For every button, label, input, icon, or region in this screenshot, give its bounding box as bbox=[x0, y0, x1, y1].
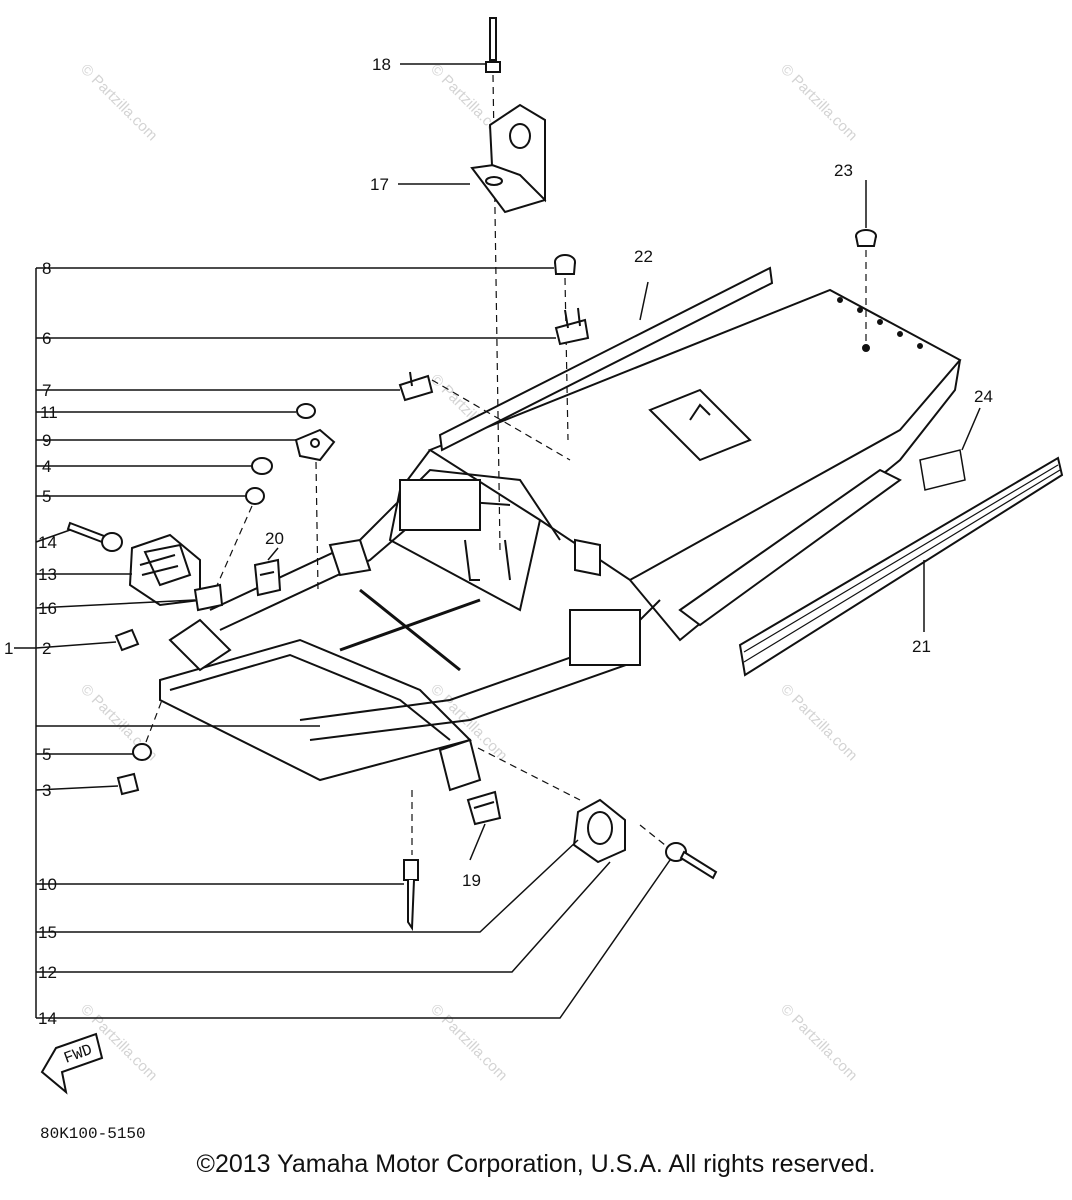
callout-9: 9 bbox=[42, 431, 51, 450]
part-11-grommet bbox=[296, 403, 316, 419]
part-14-bolt-lower bbox=[665, 842, 718, 880]
part-23-cap bbox=[855, 229, 877, 247]
callout-14: 14 bbox=[38, 533, 57, 552]
part-21-rail bbox=[738, 456, 1064, 677]
part-16-mount bbox=[193, 583, 224, 612]
callouts: 18 17 23 22 8 6 7 11 9 4 5 14 13 16 20 1… bbox=[4, 55, 993, 1028]
callout-8: 8 bbox=[42, 259, 51, 278]
watermark: © Partzilla.com bbox=[427, 1001, 510, 1084]
fwd-arrow-icon bbox=[40, 1032, 104, 1095]
watermark: © Partzilla.com bbox=[777, 61, 860, 144]
callout-7: 7 bbox=[42, 381, 51, 400]
watermark: © Partzilla.com bbox=[777, 681, 860, 764]
callout-23: 23 bbox=[834, 161, 853, 180]
callout-2: 2 bbox=[42, 639, 51, 658]
callout-17: 17 bbox=[370, 175, 389, 194]
part-6-bracket bbox=[554, 307, 590, 346]
callout-21: 21 bbox=[912, 637, 931, 656]
callout-12: 12 bbox=[38, 963, 57, 982]
callout-15: 15 bbox=[38, 923, 57, 942]
callout-16: 16 bbox=[38, 599, 57, 618]
part-7-bracket bbox=[398, 371, 434, 402]
watermark: © Partzilla.com bbox=[77, 61, 160, 144]
callout-6: 6 bbox=[42, 329, 51, 348]
callout-10: 10 bbox=[38, 875, 57, 894]
parts-diagram: © Partzilla.com © Partzilla.com © Partzi… bbox=[4, 17, 1064, 1143]
chassis-frame bbox=[159, 288, 962, 792]
part-22-strip bbox=[438, 266, 774, 452]
part-19-clip bbox=[466, 790, 502, 826]
callout-18: 18 bbox=[372, 55, 391, 74]
callout-22: 22 bbox=[634, 247, 653, 266]
copyright-notice: ©2013 Yamaha Motor Corporation, U.S.A. A… bbox=[196, 1150, 876, 1178]
callout-13: 13 bbox=[38, 565, 57, 584]
leader-lines bbox=[14, 63, 981, 1019]
part-4-bushing bbox=[251, 457, 273, 475]
callout-19: 19 bbox=[462, 871, 481, 890]
callout-20: 20 bbox=[265, 529, 284, 548]
part-9-mount bbox=[294, 428, 336, 462]
callout-4: 4 bbox=[42, 457, 51, 476]
callout-14b: 14 bbox=[38, 1009, 57, 1028]
part-8-cap bbox=[554, 254, 576, 275]
watermark: © Partzilla.com bbox=[777, 1001, 860, 1084]
part-12-damper bbox=[572, 798, 626, 864]
callout-1: 1 bbox=[4, 639, 13, 658]
part-24-plate bbox=[919, 449, 966, 491]
part-5-bushing-lower bbox=[132, 743, 152, 761]
part-3-bushing bbox=[116, 772, 140, 796]
part-20-clip bbox=[253, 558, 282, 597]
callout-3: 3 bbox=[42, 781, 51, 800]
part-18-bolt bbox=[485, 17, 501, 73]
diagram-code: 80K100-5150 bbox=[40, 1125, 146, 1143]
callout-24: 24 bbox=[974, 387, 993, 406]
part-10-rivet bbox=[403, 859, 419, 932]
part-14-bolt bbox=[66, 521, 123, 552]
callout-11: 11 bbox=[40, 403, 58, 422]
part-5-bushing bbox=[245, 487, 265, 505]
callout-5b: 5 bbox=[42, 745, 51, 764]
part-2-bushing bbox=[114, 628, 140, 652]
part-17-bracket bbox=[470, 103, 547, 214]
callout-5: 5 bbox=[42, 487, 51, 506]
part-13-damper bbox=[128, 533, 201, 607]
